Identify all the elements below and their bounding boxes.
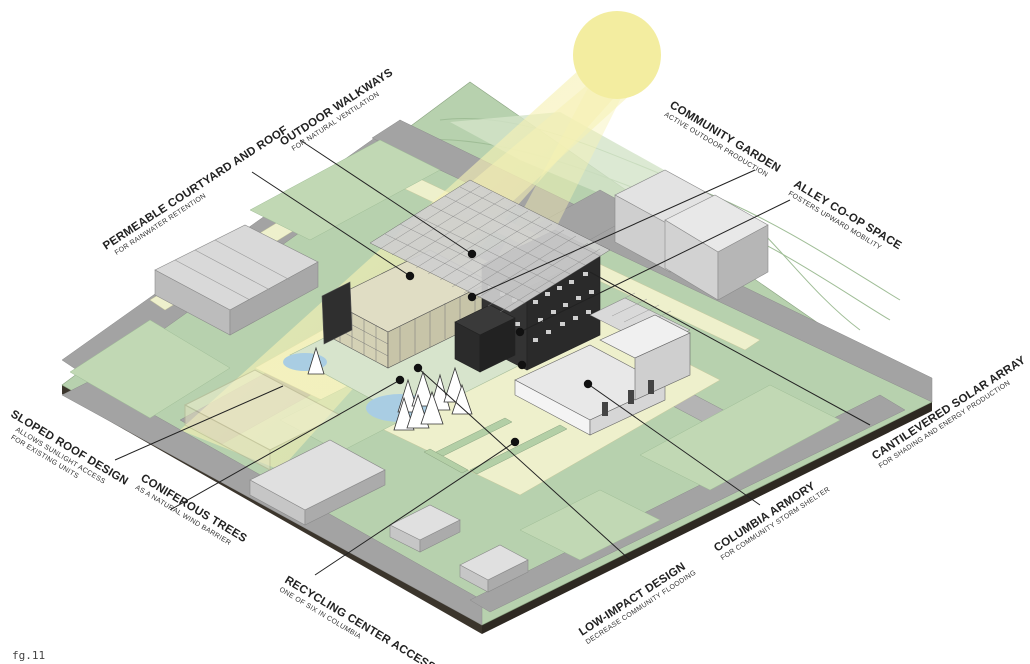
existing-buildings-left: [154, 224, 319, 336]
label-community-garden: COMMUNITY GARDEN ACTIVE OUTDOOR PRODUCTI…: [663, 99, 783, 179]
sloped-roof-massing: [183, 369, 342, 471]
label-alley-coop: ALLEY CO-OP SPACE FOSTERS UPWARD MOBILIT…: [787, 178, 904, 252]
label-sloped-roof: SLOPED ROOF DESIGN ALLOWS SUNLIGHT ACCES…: [8, 408, 130, 488]
annotation-markers: [395, 249, 593, 447]
green-lots: [69, 139, 841, 561]
solar-array-canopy: [369, 179, 611, 313]
figure-label: fg.11: [12, 649, 46, 662]
existing-sheds: [249, 439, 529, 593]
sun-icon: [573, 11, 661, 99]
label-title: COMMUNITY GARDEN: [667, 99, 782, 175]
leader-lines: [114, 139, 871, 576]
existing-buildings-right: [614, 169, 769, 301]
label-subtitle: DECREASE COMMUNITY FLOODING: [585, 569, 698, 646]
coniferous-trees: [307, 346, 473, 431]
rain-garden-strips: [423, 417, 568, 475]
label-title: ALLEY CO-OP SPACE: [791, 178, 903, 252]
label-subtitle: ACTIVE OUTDOOR PRODUCTION: [663, 111, 769, 179]
